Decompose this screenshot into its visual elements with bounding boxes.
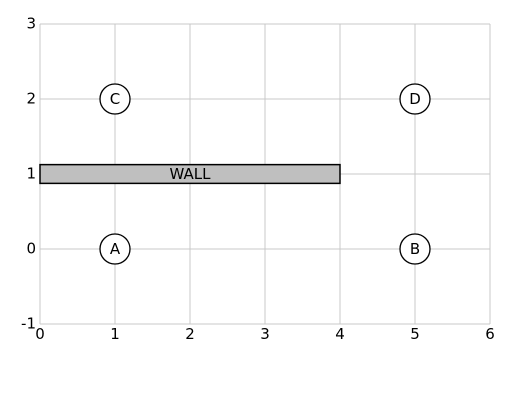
x-tick-label: 5 (410, 325, 420, 343)
node-d: D (399, 83, 431, 115)
node-label: D (409, 90, 421, 108)
y-tick-label: 1 (26, 165, 36, 183)
x-tick-label: 4 (335, 325, 345, 343)
node-circle (399, 233, 431, 265)
node-circle (99, 83, 131, 115)
node-label: C (110, 90, 120, 108)
x-tick-label: 0 (35, 325, 45, 343)
wall-rect (39, 163, 341, 185)
y-tick-label: -1 (21, 315, 36, 333)
y-tick-label: 0 (26, 240, 36, 258)
node-circle (399, 83, 431, 115)
y-tick-label: 3 (26, 15, 36, 33)
wall-label: WALL (170, 165, 212, 183)
node-a: A (99, 233, 131, 265)
y-tick-label: 2 (26, 90, 36, 108)
x-tick-label: 1 (110, 325, 120, 343)
node-c: C (99, 83, 131, 115)
wall-layer: WALL (39, 163, 341, 185)
node-label: B (410, 240, 420, 258)
node-layer: A B C D (99, 83, 431, 265)
node-b: B (399, 233, 431, 265)
x-tick-label: 3 (260, 325, 270, 343)
x-tick-label: 6 (485, 325, 495, 343)
node-label: A (110, 240, 121, 258)
node-circle (99, 233, 131, 265)
x-tick-label: 2 (185, 325, 195, 343)
